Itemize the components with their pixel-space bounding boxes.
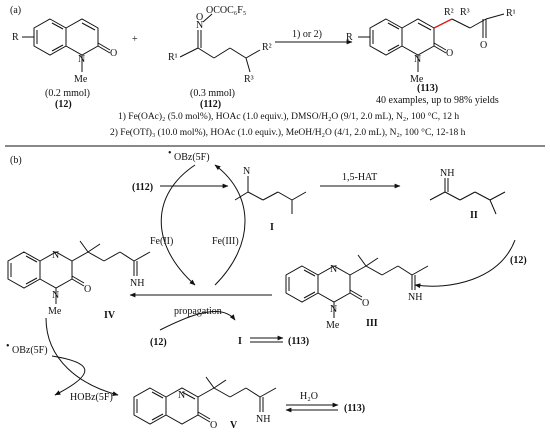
panel-b-label: (b) [10, 155, 22, 166]
reactant-12-n: N [78, 54, 85, 65]
reactant-12-id: (12) [55, 99, 72, 110]
condition-2: 2) Fe(OTf)₃ (10.0 mol%), HOAc (1.0 equiv… [110, 127, 466, 138]
oxime-o: O [196, 12, 203, 23]
obz-in-dot: • [6, 341, 10, 352]
intermediate-V-n: N [178, 390, 185, 401]
reactant-112-id: (112) [200, 99, 221, 110]
reactant-112-r1: R¹ [168, 52, 178, 63]
h2o-label: H₂O [300, 391, 318, 402]
intermediate-II-structure [429, 178, 506, 215]
reactant-12-structure [22, 18, 111, 72]
reactant-12-amount: (0.2 mmol) [45, 88, 90, 99]
arrow-obz-hobz [51, 355, 86, 396]
intermediate-II-id: II [470, 210, 478, 221]
intermediate-I-structure [234, 176, 307, 214]
propagation-113: (113) [288, 336, 309, 347]
intermediate-IV-n: N [52, 250, 59, 261]
radical-obz: OBz(5F) [174, 152, 210, 163]
oxime-ester-group: OCOC₆F₅ [206, 5, 246, 16]
product-me: Me [410, 74, 424, 85]
reactant-112-r3: R³ [244, 74, 254, 85]
intermediate-IV-n2: N [52, 290, 59, 301]
product-ketone-o: O [480, 40, 487, 51]
plus-sign: + [132, 34, 138, 45]
product-113-structure [358, 13, 505, 72]
product-r: R [346, 32, 353, 43]
intermediate-I-id: I [270, 222, 274, 233]
intermediate-V-nh: NH [256, 414, 270, 425]
final-113: (113) [344, 403, 365, 414]
fe3-label: Fe(III) [212, 236, 239, 247]
obz-in-label: OBz(5F) [12, 345, 48, 356]
radical-dot: • [168, 148, 172, 159]
product-o: O [446, 48, 453, 59]
reactant-112-structure [179, 13, 261, 73]
hat-label: 1,5-HAT [342, 172, 377, 183]
intermediate-V-o: O [210, 420, 217, 431]
scope-text: 40 examples, up to 98% yields [376, 95, 499, 106]
reactant-12-me: Me [74, 74, 88, 85]
intermediate-IV-nh: NH [130, 278, 144, 289]
intermediate-IV-structure [7, 240, 151, 304]
oxime-n: N [196, 20, 203, 31]
product-r2: R² [444, 7, 454, 18]
reactant-112-r2: R² [262, 42, 272, 53]
intermediate-III-id: III [366, 318, 378, 329]
intermediate-V-id: V [230, 420, 238, 431]
intermediate-III-structure [285, 254, 429, 318]
intermediate-III-o: O [362, 298, 369, 309]
intermediate-V-structure [133, 376, 277, 425]
intermediate-III-n2: N [330, 304, 337, 315]
intermediate-IV-me: Me [48, 306, 62, 317]
reactant-12-r: R [12, 32, 19, 43]
arrow-propagation-12 [159, 310, 236, 331]
condition-1: 1) Fe(OAc)₂ (5.0 mol%), HOAc (1.0 equiv.… [118, 111, 459, 122]
intermediate-III-me: Me [326, 320, 340, 331]
intermediate-IV-o: O [84, 284, 91, 295]
intermediate-IV-id: IV [104, 310, 116, 321]
start-112: (112) [132, 182, 153, 193]
product-113-id: (113) [417, 83, 438, 94]
add-12-label: (12) [510, 255, 527, 266]
product-r1: R¹ [506, 8, 516, 19]
intermediate-III-nh: NH [408, 292, 422, 303]
intermediate-I-n: N [243, 166, 250, 177]
hobz-out-label: HOBz(5F) [70, 392, 113, 403]
arrow-a-label: 1) or 2) [292, 29, 322, 40]
panel-a-label: (a) [10, 5, 21, 16]
cycle-arc-left [160, 164, 196, 286]
reactant-112-amount: (0.3 mmol) [190, 88, 235, 99]
cycle-arc-right [214, 164, 246, 286]
arrow-IV-to-V [45, 317, 119, 396]
arrow-II-to-III [414, 239, 516, 289]
propagation-I: I [238, 336, 242, 347]
product-n: N [414, 54, 421, 65]
intermediate-II-nh: NH [440, 168, 454, 179]
propagation-12: (12) [150, 337, 167, 348]
intermediate-III-n: N [330, 264, 337, 275]
reactant-12-o: O [110, 48, 117, 59]
product-r3: R³ [460, 7, 470, 18]
propagation-label: propagation [174, 306, 222, 317]
fe2-label: Fe(II) [150, 236, 173, 247]
